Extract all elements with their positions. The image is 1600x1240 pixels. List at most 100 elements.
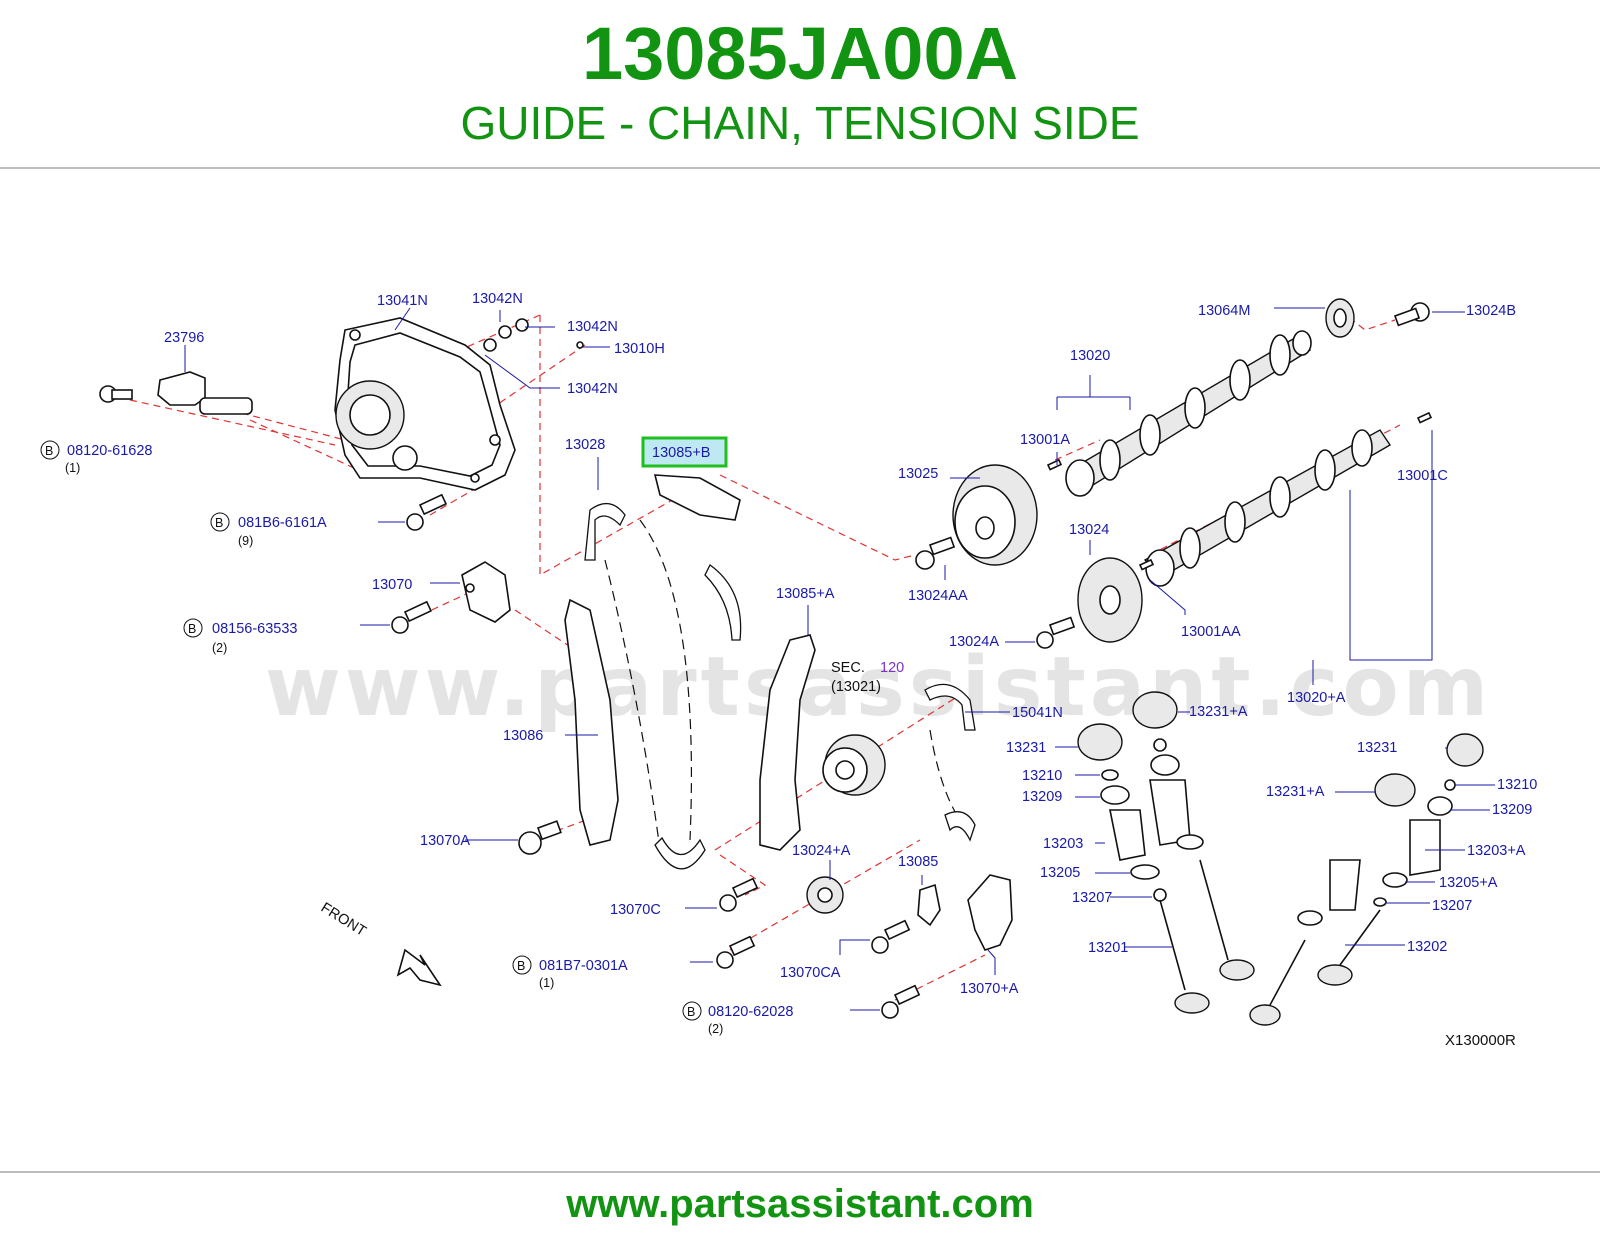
label-15041N: 15041N — [1012, 705, 1063, 721]
highlight-13085B[interactable]: 13085+B — [641, 436, 728, 468]
qty-08120-62028: (2) — [708, 1022, 723, 1036]
guide-13085A — [759, 634, 816, 851]
label-13001A: 13001A — [1020, 432, 1070, 448]
label-13203A: 13203+A — [1467, 843, 1526, 859]
label-sec-number: 120 — [880, 660, 904, 676]
tension-guide-13085B — [653, 474, 741, 521]
label-13205A: 13205+A — [1439, 875, 1498, 891]
part-number: 13085JA00A — [581, 12, 1019, 95]
chain-15041N — [924, 683, 976, 842]
svg-text:B: B — [188, 622, 196, 636]
guide-13085 — [917, 883, 941, 927]
svg-text:B: B — [215, 516, 223, 530]
bolt-13024A — [1036, 616, 1076, 649]
label-sec-sub: (13021) — [831, 679, 881, 695]
bolt-08156 — [391, 600, 433, 634]
label-13207-left: 13207 — [1072, 890, 1112, 906]
sprocket-13024 — [1077, 557, 1143, 643]
label-13024: 13024 — [1069, 522, 1109, 538]
svg-text:B: B — [517, 959, 525, 973]
label-13001C: 13001C — [1397, 468, 1448, 484]
sprocket-13025 — [952, 464, 1038, 566]
qty-08156-63533: (2) — [212, 641, 227, 655]
leader-lines — [184, 307, 1495, 1011]
bolt-13070C — [719, 877, 759, 912]
diagram-code: X130000R — [1445, 1032, 1516, 1049]
label-13231-left: 13231 — [1006, 740, 1046, 756]
label-13086: 13086 — [503, 728, 543, 744]
label-13210-right: 13210 — [1497, 777, 1537, 793]
label-13203: 13203 — [1043, 836, 1083, 852]
label-08156-63533: 08156-63533 — [212, 621, 297, 637]
valve-train-left — [1077, 691, 1255, 1014]
label-13025: 13025 — [898, 466, 938, 482]
bolt-081B6 — [406, 493, 448, 531]
washer-13064M — [1325, 298, 1355, 338]
camshaft-13020 — [1065, 330, 1312, 497]
label-13070C: 13070C — [610, 902, 661, 918]
pin-13001AA — [1138, 558, 1155, 571]
tensioner-13070 — [461, 561, 511, 623]
label-13231A-top: 13231+A — [1189, 704, 1248, 720]
label-13042N-bottom: 13042N — [567, 381, 618, 397]
label-13024AA: 13024AA — [908, 588, 968, 604]
qty-081B7-0301A: (1) — [539, 976, 554, 990]
label-sec: SEC. — [831, 660, 865, 676]
svg-text:B: B — [687, 1005, 695, 1019]
bolt-badge-5: B — [682, 1001, 702, 1021]
divider-bottom — [0, 1171, 1600, 1173]
label-13070: 13070 — [372, 577, 412, 593]
label-13085B: 13085+B — [652, 445, 710, 461]
timing-chain-13028 — [584, 503, 742, 870]
label-13064M: 13064M — [1198, 303, 1250, 319]
label-13042N-top: 13042N — [472, 291, 523, 307]
label-13001AA: 13001AA — [1181, 624, 1241, 640]
watermark: www.partsassistant.com — [265, 640, 1492, 735]
label-13070CA: 13070CA — [780, 965, 841, 981]
front-arrow-icon — [396, 948, 442, 987]
bolt-13024B — [1393, 302, 1430, 327]
footer-url[interactable]: www.partsassistant.com — [566, 1182, 1034, 1226]
o-ring-a — [483, 338, 497, 352]
bolt-081B7 — [716, 935, 756, 969]
label-13024A: 13024A — [949, 634, 999, 650]
label-13205: 13205 — [1040, 865, 1080, 881]
camshaft-13020A — [1143, 429, 1391, 587]
bolt-08120-62028 — [881, 984, 921, 1019]
bolt-13070A — [518, 820, 562, 855]
label-08120-61628: 08120-61628 — [67, 443, 152, 459]
label-13070A: 13070A — [420, 833, 470, 849]
label-13209-right: 13209 — [1492, 802, 1532, 818]
bolt-badge-3: B — [183, 618, 203, 638]
bolt-badge-1: B — [40, 440, 60, 460]
label-13085: 13085 — [898, 854, 938, 870]
label-13209-left: 13209 — [1022, 789, 1062, 805]
label-13024B: 13024B — [1466, 303, 1516, 319]
label-13231A-right: 13231+A — [1266, 784, 1325, 800]
label-13020A: 13020+A — [1287, 690, 1346, 706]
label-23796: 23796 — [164, 330, 204, 346]
slack-guide-13086 — [564, 598, 619, 846]
bolt-13070CA — [871, 919, 911, 954]
label-13210-left: 13210 — [1022, 768, 1062, 784]
bolt-badge-2: B — [210, 512, 230, 532]
label-13070A-plus: 13070+A — [960, 981, 1019, 997]
header: 13085JA00A GUIDE - CHAIN, TENSION SIDE — [0, 0, 1600, 170]
pin-13001A — [1046, 458, 1063, 471]
label-13085A: 13085+A — [776, 586, 835, 602]
label-081B7-0301A: 081B7-0301A — [539, 958, 628, 974]
divider-top — [0, 167, 1600, 169]
seal-13010H — [576, 341, 584, 349]
label-13020: 13020 — [1070, 348, 1110, 364]
front-label: FRONT — [318, 900, 369, 940]
label-13202: 13202 — [1407, 939, 1447, 955]
label-13010H: 13010H — [614, 341, 665, 357]
label-13041N: 13041N — [377, 293, 428, 309]
label-13042N-right: 13042N — [567, 319, 618, 335]
label-081B6-6161A: 081B6-6161A — [238, 515, 327, 531]
bolt-badge-4: B — [512, 955, 532, 975]
sensor-23796 — [99, 371, 253, 415]
valve-train-right — [1249, 733, 1484, 1026]
svg-text:B: B — [45, 444, 53, 458]
